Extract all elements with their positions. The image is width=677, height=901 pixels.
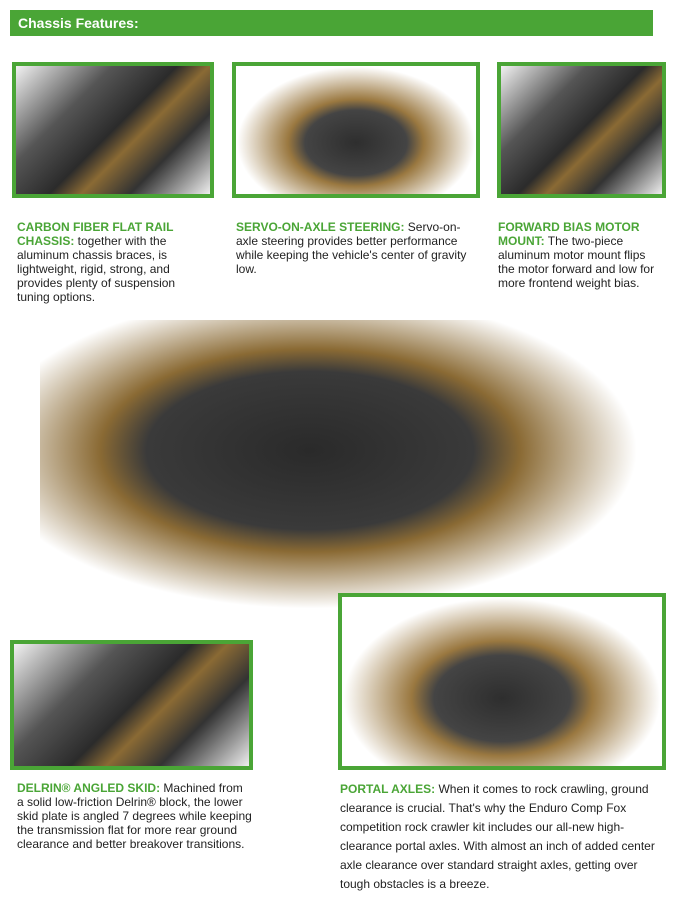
feature-title: DELRIN® ANGLED SKID: [17, 781, 161, 795]
feature-carbon-chassis: CARBON FIBER FLAT RAIL CHASSIS: together… [17, 220, 187, 304]
section-header: Chassis Features: [10, 10, 653, 36]
portal-axles-image [338, 593, 666, 770]
chassis-main-image [40, 320, 640, 610]
delrin-skid-image [10, 640, 253, 770]
feature-text: When it comes to rock crawling, ground c… [340, 782, 655, 891]
servo-steering-image [232, 62, 480, 198]
feature-servo-steering: SERVO-ON-AXLE STEERING: Servo-on-axle st… [236, 220, 471, 276]
feature-portal-axles: PORTAL AXLES: When it comes to rock craw… [340, 780, 665, 894]
feature-text: The two-piece aluminum motor mount flips… [498, 234, 655, 290]
feature-text: Machined from a solid low-friction Delri… [17, 781, 252, 851]
motor-mount-image [497, 62, 666, 198]
feature-text: Servo-on-axle steering provides better p… [236, 220, 467, 276]
carbon-chassis-image [12, 62, 214, 198]
feature-title: FORWARD BIAS MOTOR MOUNT: [498, 220, 640, 248]
feature-motor-mount: FORWARD BIAS MOTOR MOUNT: The two-piece … [498, 220, 658, 290]
feature-title: SERVO-ON-AXLE STEERING: [236, 220, 405, 234]
feature-title: CARBON FIBER FLAT RAIL CHASSIS: [17, 220, 174, 248]
feature-delrin-skid: DELRIN® ANGLED SKID: Machined from a sol… [17, 781, 252, 851]
feature-title: PORTAL AXLES: [340, 782, 436, 796]
feature-text: together with the aluminum chassis brace… [17, 234, 176, 304]
